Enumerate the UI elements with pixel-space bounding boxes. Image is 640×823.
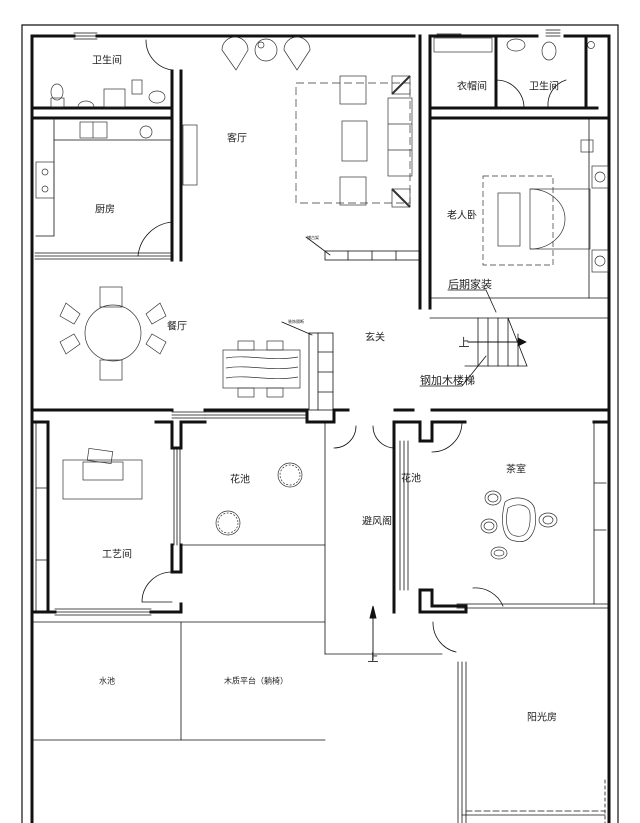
thin-lines bbox=[32, 117, 609, 741]
room-label-bathroom-nw: 卫生间 bbox=[92, 55, 122, 67]
annotation-staircase: 钢加木楼梯 bbox=[420, 374, 475, 387]
room-label-bathroom-ne: 卫生间 bbox=[529, 81, 559, 93]
annotation-stair-up: 上 bbox=[458, 336, 470, 349]
entry-arrow bbox=[369, 605, 377, 661]
room-label-wind-lobby: 避风阁 bbox=[362, 516, 392, 528]
doors bbox=[137, 39, 567, 653]
staircase bbox=[464, 317, 528, 367]
room-label-flower-bed-center: 花池 bbox=[230, 474, 250, 486]
outer-boundary bbox=[21, 24, 619, 823]
annotation-entry-up: 上 bbox=[367, 651, 379, 664]
room-label-elder-bedroom: 老人卧 bbox=[447, 210, 477, 222]
room-label-cloakroom: 衣帽间 bbox=[457, 81, 487, 93]
room-label-kitchen: 厨房 bbox=[95, 204, 115, 216]
room-label-dining-room: 餐厅 bbox=[167, 321, 187, 333]
annotation-decor-divider: 装饰隔断 bbox=[288, 319, 304, 324]
room-label-sunroom: 阳光房 bbox=[527, 712, 557, 724]
annotation-partition-shelf: 博古架 bbox=[307, 235, 319, 240]
annotation-future-furnishing: 后期家装 bbox=[448, 278, 492, 291]
interior-walls bbox=[30, 34, 611, 614]
sunroom-walls bbox=[457, 661, 606, 823]
room-label-flower-bed-narrow: 花池 bbox=[401, 473, 421, 485]
window-top-left bbox=[73, 32, 98, 40]
exterior-walls bbox=[30, 34, 611, 823]
room-label-living-room: 客厅 bbox=[227, 133, 247, 145]
room-label-tea-room: 茶室 bbox=[506, 464, 526, 476]
room-label-foyer: 玄关 bbox=[365, 332, 385, 344]
decor-divider bbox=[308, 332, 334, 411]
furniture bbox=[35, 36, 609, 560]
partition-shelf bbox=[324, 250, 420, 261]
room-label-wood-deck: 木质平台（躺椅） bbox=[224, 676, 288, 686]
room-label-pond: 水池 bbox=[99, 676, 115, 686]
room-label-craft-room: 工艺间 bbox=[102, 549, 132, 561]
leader-lines bbox=[281, 236, 497, 387]
windows bbox=[34, 29, 610, 616]
